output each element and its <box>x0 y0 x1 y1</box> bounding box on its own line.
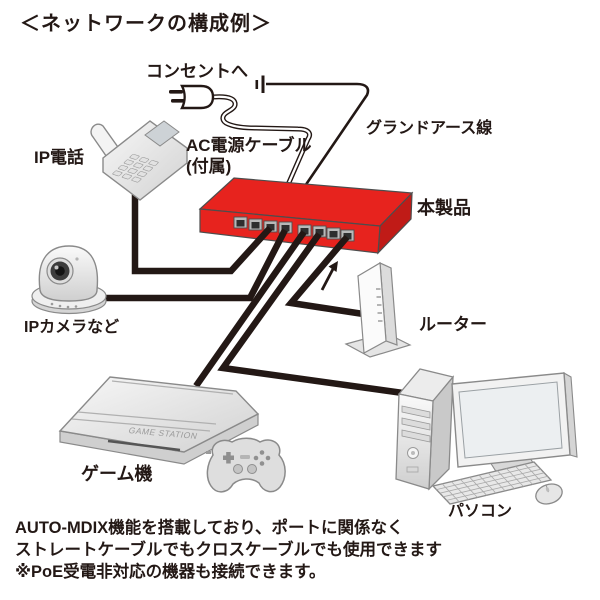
phone-keypad <box>112 153 159 183</box>
ip-phone-illustration <box>90 120 188 201</box>
label-ground-wire: グランドアース線 <box>366 120 493 137</box>
cable-pc <box>217 232 404 397</box>
uplink-arrow-icon <box>320 261 338 291</box>
cable-ip-phone <box>131 190 273 275</box>
cable-router <box>284 234 371 319</box>
gamepad-buttons <box>253 450 271 466</box>
ac-power-cable-illustration <box>212 94 312 189</box>
label-ac-cable-note: (付属) <box>186 157 232 176</box>
gamepad-dpad <box>223 452 234 464</box>
pc-tower-illustration <box>395 368 455 491</box>
note-poe: ※PoE受電非対応の機器も接続できます。 <box>15 563 326 581</box>
camera-lens <box>46 257 74 285</box>
label-pc: パソコン <box>448 503 513 520</box>
note-auto-mdix-line1: AUTO-MDIX機能を搭載しており、ポートに関係なく <box>15 519 404 537</box>
keyboard-illustration <box>431 461 553 505</box>
ip-camera-illustration <box>31 245 107 315</box>
cable-ip-camera <box>104 228 288 302</box>
label-ip-phone: IP電話 <box>34 148 85 167</box>
router-illustration <box>344 261 412 358</box>
pc-monitor-illustration <box>451 372 578 474</box>
mouse-illustration <box>535 483 563 505</box>
gamepad-illustration <box>206 437 286 493</box>
label-product: 本製品 <box>417 198 471 218</box>
lan-cables <box>104 190 404 397</box>
switch-illustration <box>198 177 414 255</box>
label-outlet: コンセントへ <box>146 62 248 81</box>
label-router: ルーター <box>419 315 487 334</box>
ground-terminal-icon <box>255 75 265 93</box>
label-game-console: ゲーム機 <box>81 464 153 484</box>
note-auto-mdix-line2: ストレートケーブルでもクロスケーブルでも使用できます <box>15 541 443 559</box>
label-ip-camera: IPカメラなど <box>24 319 120 336</box>
game-console-illustration: GAME STATION <box>58 376 260 465</box>
router-leds <box>376 288 383 322</box>
switch-ports <box>233 216 355 242</box>
tower-drive-bays <box>401 405 431 443</box>
power-plug-icon <box>169 84 215 110</box>
ground-wire-illustration <box>255 75 370 187</box>
page-title: ＜ネットワークの構成例＞ <box>20 13 272 35</box>
label-ac-cable: AC電源ケーブル <box>186 136 312 155</box>
cable-game-console <box>193 230 307 388</box>
